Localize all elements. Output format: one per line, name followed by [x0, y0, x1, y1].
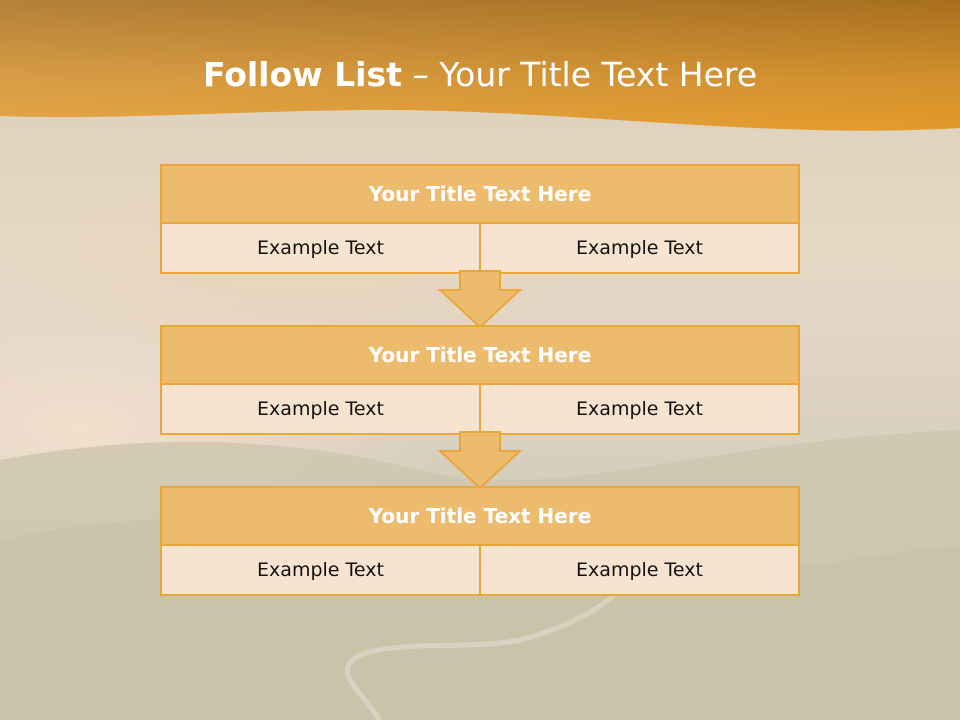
header-band	[0, 0, 960, 131]
block-row: Example Text Example Text	[162, 385, 798, 433]
block-title: Your Title Text Here	[162, 327, 798, 385]
list-block-1: Your Title Text Here Example Text Exampl…	[160, 164, 800, 274]
block-cell-right: Example Text	[479, 224, 798, 272]
block-title: Your Title Text Here	[162, 166, 798, 224]
list-block-2: Your Title Text Here Example Text Exampl…	[160, 325, 800, 435]
block-row: Example Text Example Text	[162, 224, 798, 272]
block-cell-left: Example Text	[257, 559, 384, 581]
block-cell-right: Example Text	[479, 385, 798, 433]
down-arrow-icon	[437, 431, 523, 490]
block-row: Example Text Example Text	[162, 546, 798, 594]
slide-title: Follow List – Your Title Text Here	[0, 52, 960, 98]
block-title: Your Title Text Here	[162, 488, 798, 546]
slide-title-bold: Follow List	[202, 55, 402, 94]
block-cell-left: Example Text	[257, 237, 384, 259]
slide-title-rest: – Your Title Text Here	[401, 55, 758, 94]
block-cell-left: Example Text	[257, 398, 384, 420]
list-block-3: Your Title Text Here Example Text Exampl…	[160, 486, 800, 596]
down-arrow-icon	[437, 270, 523, 329]
block-cell-right: Example Text	[479, 546, 798, 594]
